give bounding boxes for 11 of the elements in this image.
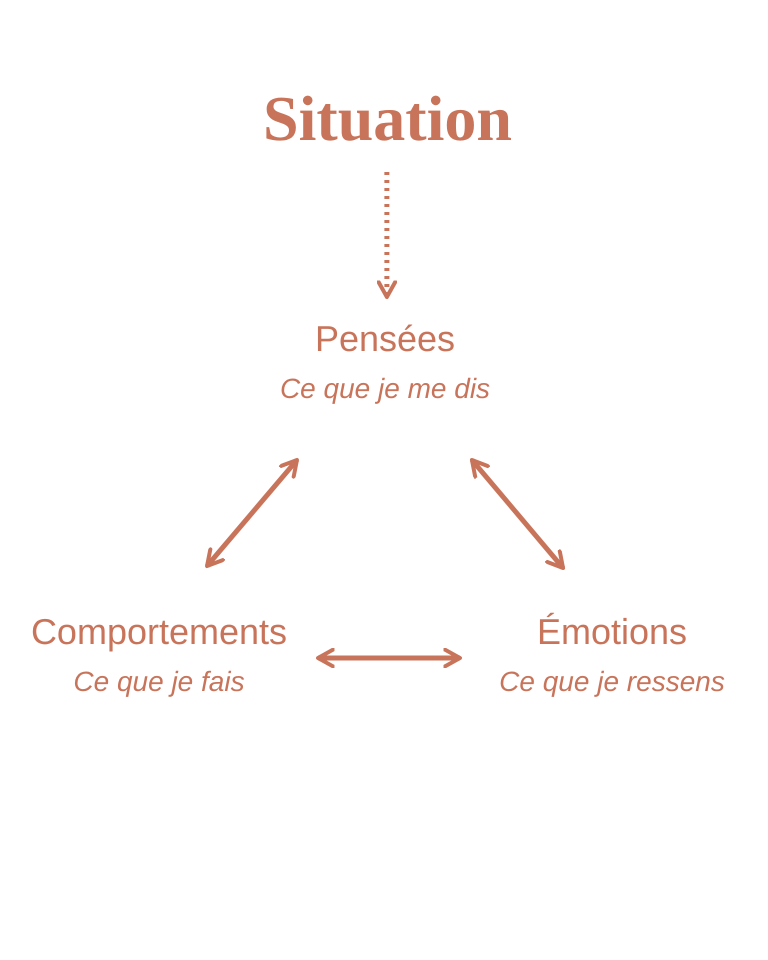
node-subtitle: Ce que je ressens <box>499 665 725 699</box>
title-text: Situation <box>263 83 512 155</box>
double-arrow <box>316 648 462 668</box>
node-subtitle: Ce que je fais <box>73 665 245 699</box>
node-heading: Pensées <box>314 317 456 361</box>
node-heading: Comportements <box>30 610 288 654</box>
double-arrow <box>205 458 299 568</box>
node-heading: Émotions <box>536 610 688 654</box>
node-subtitle: Ce que je me dis <box>280 372 490 406</box>
dotted-arrow <box>376 172 398 299</box>
double-arrow <box>470 458 566 570</box>
